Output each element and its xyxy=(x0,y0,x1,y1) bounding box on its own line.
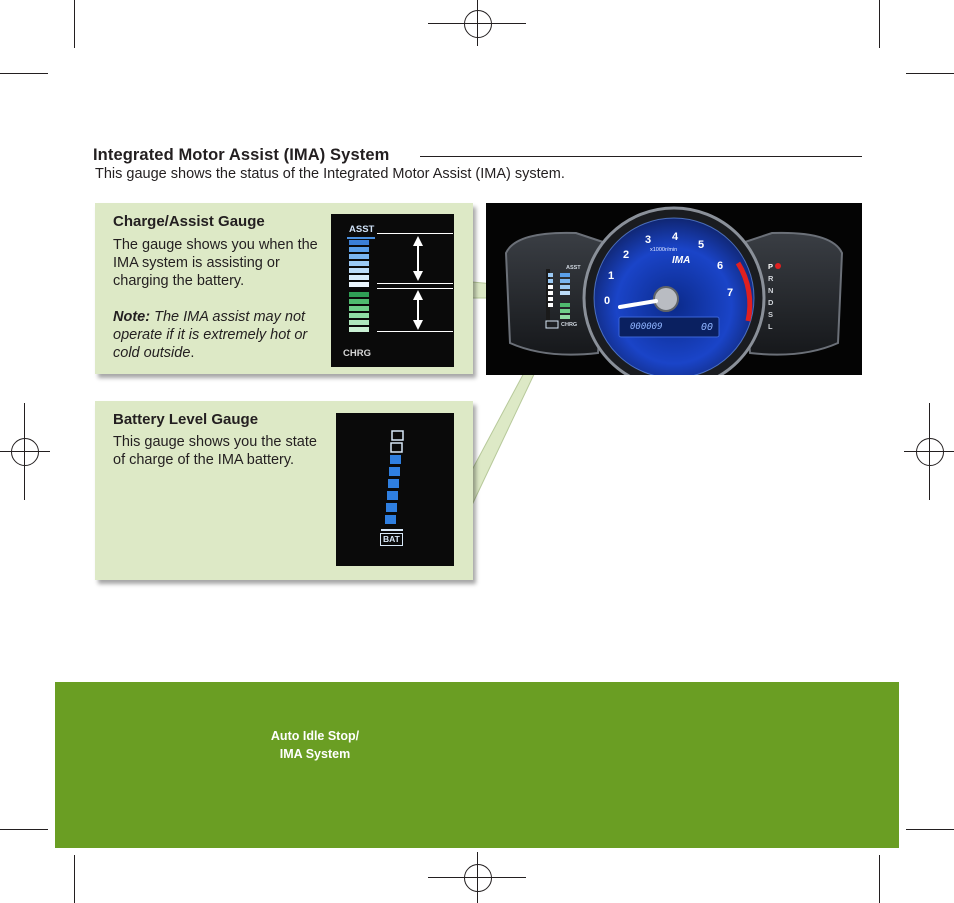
mini-chrg-label: CHRG xyxy=(561,322,578,328)
note-label: Note: xyxy=(113,309,151,325)
tach-number: 0 xyxy=(604,295,611,307)
battery-level-heading: Battery Level Gauge xyxy=(113,411,259,428)
gear-letter: D xyxy=(768,298,774,307)
guide-line-2 xyxy=(377,283,453,284)
instrument-cluster-image: ASST CHRG 0 1 2 3 4 5 6 7 x1000r/min IMA… xyxy=(486,203,862,375)
gear-letter: R xyxy=(768,274,774,283)
asst-bar-top-cap xyxy=(347,237,375,239)
battery-level-body: This gauge shows you the state of charge… xyxy=(113,434,317,468)
guide-line-4 xyxy=(377,331,453,332)
tach-number: 6 xyxy=(717,260,724,272)
charge-assist-body: The gauge shows you when the IMA system … xyxy=(113,237,318,289)
charge-assist-heading: Charge/Assist Gauge xyxy=(113,213,265,230)
chrg-label: CHRG xyxy=(343,348,371,359)
charge-segments xyxy=(349,292,369,332)
guide-line-1 xyxy=(377,233,453,234)
title-rule xyxy=(420,156,862,157)
battery-segments xyxy=(385,430,404,524)
footer-band xyxy=(55,682,899,848)
ima-logo: IMA xyxy=(672,255,691,266)
double-arrow-icon xyxy=(413,236,423,281)
mini-charge-assist-gauge xyxy=(545,269,570,329)
gear-indicator: P R N D S L xyxy=(768,261,780,333)
tach-number: 1 xyxy=(608,270,615,282)
mini-asst-label: ASST xyxy=(566,265,581,271)
tach-number: 4 xyxy=(672,231,679,243)
battery-icon xyxy=(381,529,403,536)
gear-letter: L xyxy=(768,322,773,331)
tach-number: 7 xyxy=(727,287,734,299)
charge-assist-gauge-image: ASST CHRG xyxy=(331,214,454,367)
double-arrow-icon xyxy=(413,290,423,330)
gear-letter: P xyxy=(768,262,774,271)
section-tab-label: Auto Idle Stop/ IMA System xyxy=(260,727,370,763)
section-title: Integrated Motor Assist (IMA) System xyxy=(93,146,390,164)
battery-gauge-image: BAT xyxy=(336,413,454,566)
asst-label: ASST xyxy=(349,224,375,235)
guide-line-3 xyxy=(377,288,453,289)
charge-assist-callout: Charge/Assist Gauge The gauge shows you … xyxy=(95,203,473,374)
section-subtitle: This gauge shows the status of the Integ… xyxy=(95,166,565,182)
instrument-cluster-drawing xyxy=(486,203,862,375)
section-tab-line-1: Auto Idle Stop/ xyxy=(270,729,360,743)
tach-number: 2 xyxy=(623,249,630,261)
battery-level-callout: Battery Level Gauge This gauge shows you… xyxy=(95,401,473,580)
bat-label: BAT xyxy=(380,533,403,546)
tach-number: 3 xyxy=(645,234,652,246)
gear-letter: S xyxy=(768,310,774,319)
note-text: The IMA assist may not operate if it is … xyxy=(113,309,308,361)
tach-unit: x1000r/min xyxy=(650,247,678,253)
trip-readout: 00 xyxy=(701,322,714,333)
park-indicator-icon xyxy=(775,263,781,269)
odometer-readout: 000009 xyxy=(630,322,663,332)
gear-letter: N xyxy=(768,286,774,295)
charge-assist-note: Note: The IMA assist may not operate if … xyxy=(113,308,328,362)
note-end: . xyxy=(190,345,195,361)
section-tab-line-2: IMA System xyxy=(279,747,351,761)
assist-segments xyxy=(349,240,369,287)
tach-number: 5 xyxy=(698,239,705,251)
